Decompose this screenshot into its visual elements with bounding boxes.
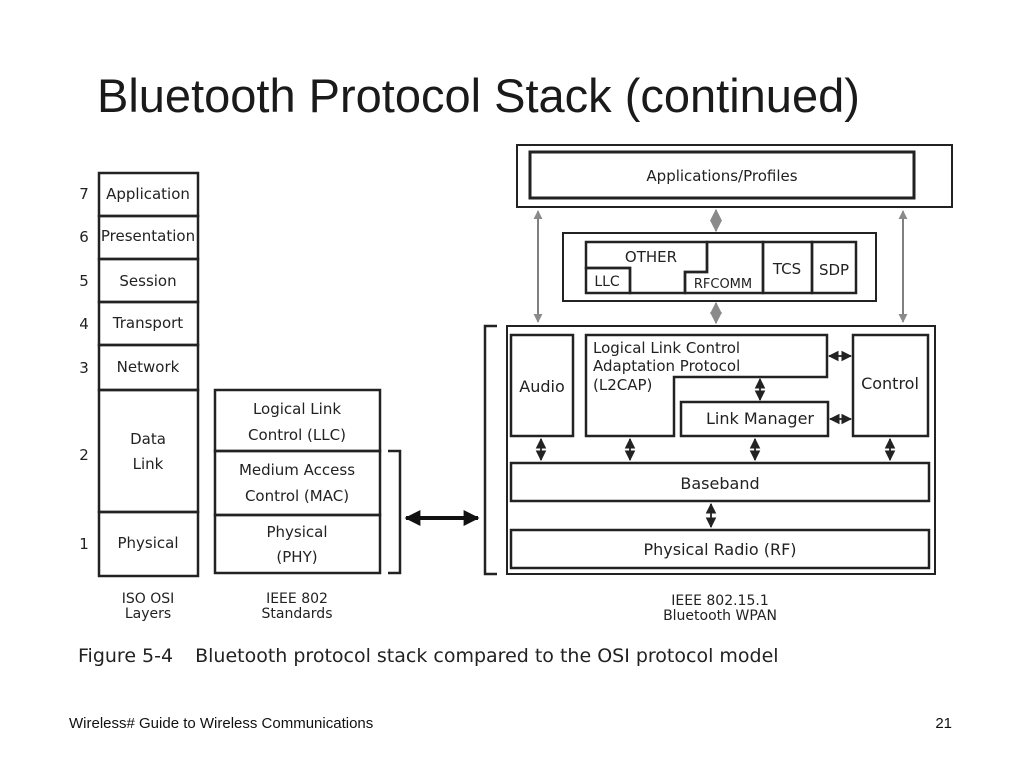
osi-transport-label: Transport: [112, 314, 184, 332]
sdp-label: SDP: [819, 261, 849, 279]
l2cap-label-1: Logical Link Control: [593, 339, 740, 357]
radio-label: Physical Radio (RF): [643, 540, 796, 559]
applications-label: Applications/Profiles: [646, 167, 797, 185]
ieee-column-label-1: IEEE 802: [266, 591, 328, 607]
llc-box: [584, 266, 632, 295]
osi-stack: [97, 171, 200, 578]
applications-outer-box: [516, 144, 953, 208]
figure-caption-label: Figure 5-4: [78, 645, 174, 667]
radio-box: [509, 528, 931, 570]
osi-column-label-1: ISO OSI: [122, 591, 175, 607]
footer-title: Wireless# Guide to Wireless Communicatio…: [69, 715, 374, 732]
osi-presentation-label: Presentation: [101, 227, 195, 245]
bluetooth-column-label-2: Bluetooth WPAN: [663, 608, 777, 624]
figure-caption-text: Bluetooth protocol stack compared to the…: [195, 645, 779, 667]
core-stack-box: [506, 325, 936, 575]
control-label: Control: [861, 374, 919, 393]
ieee802-stack: [213, 388, 382, 575]
ieee-llc-label-2: Control (LLC): [248, 426, 346, 444]
osi-application-label: Application: [106, 185, 190, 203]
rfcomm-label: RFCOMM: [694, 277, 752, 292]
link-manager-label: Link Manager: [706, 409, 814, 428]
core-bracket: [483, 324, 497, 576]
ieee-mac-label-2: Control (MAC): [245, 487, 349, 505]
other-label: OTHER: [625, 248, 677, 266]
osi-data-link-label-2: Link: [133, 455, 164, 473]
osi-layer-number-3: 3: [79, 359, 89, 377]
link-manager-box: [679, 400, 830, 438]
l2cap-box: [584, 333, 829, 438]
sdp-box: [810, 240, 858, 295]
tcs-label: TCS: [772, 260, 801, 278]
osi-layer-number-7: 7: [79, 185, 89, 203]
osi-physical-label: Physical: [117, 534, 178, 552]
ieee-box-phy: [213, 513, 382, 575]
osi-layer-number-5: 5: [79, 272, 89, 290]
ieee-column-label-2: Standards: [262, 606, 333, 622]
osi-box-data-link: [97, 388, 200, 514]
slide-title: Bluetooth Protocol Stack (continued): [97, 69, 860, 122]
page-number: 21: [935, 715, 952, 732]
baseband-box: [509, 461, 931, 503]
llc-label: LLC: [594, 274, 620, 290]
middleware-outer-box: [562, 232, 877, 302]
osi-data-link-label-1: Data: [130, 430, 166, 448]
ieee-mac-label-1: Medium Access: [239, 461, 355, 479]
l2cap-label-3: (L2CAP): [593, 376, 652, 394]
osi-layer-number-1: 1: [79, 535, 89, 553]
figure-caption: Figure 5-4 Bluetooth protocol stack compa…: [78, 645, 779, 667]
osi-session-label: Session: [119, 272, 176, 290]
osi-box-physical: [97, 510, 200, 578]
applications-box: [528, 150, 916, 200]
ieee-llc-label-1: Logical Link: [253, 400, 341, 418]
protocol-stack-diagram: Application Presentation Session Transpo…: [79, 144, 953, 624]
osi-layer-number-6: 6: [79, 228, 89, 246]
audio-box: [509, 333, 575, 438]
ieee-phy-label-1: Physical: [266, 523, 327, 541]
baseband-label: Baseband: [680, 474, 759, 493]
bluetooth-column-label-1: IEEE 802.15.1: [671, 593, 768, 609]
control-box: [851, 333, 930, 438]
osi-layer-number-4: 4: [79, 315, 89, 333]
ieee-phy-label-2: (PHY): [276, 548, 317, 566]
osi-network-label: Network: [117, 358, 180, 376]
osi-layer-number-2: 2: [79, 446, 89, 464]
osi-column-label-2: Layers: [125, 606, 171, 622]
ieee-bracket: [388, 449, 402, 575]
audio-label: Audio: [519, 377, 564, 396]
l2cap-label-2: Adaptation Protocol: [593, 357, 740, 375]
